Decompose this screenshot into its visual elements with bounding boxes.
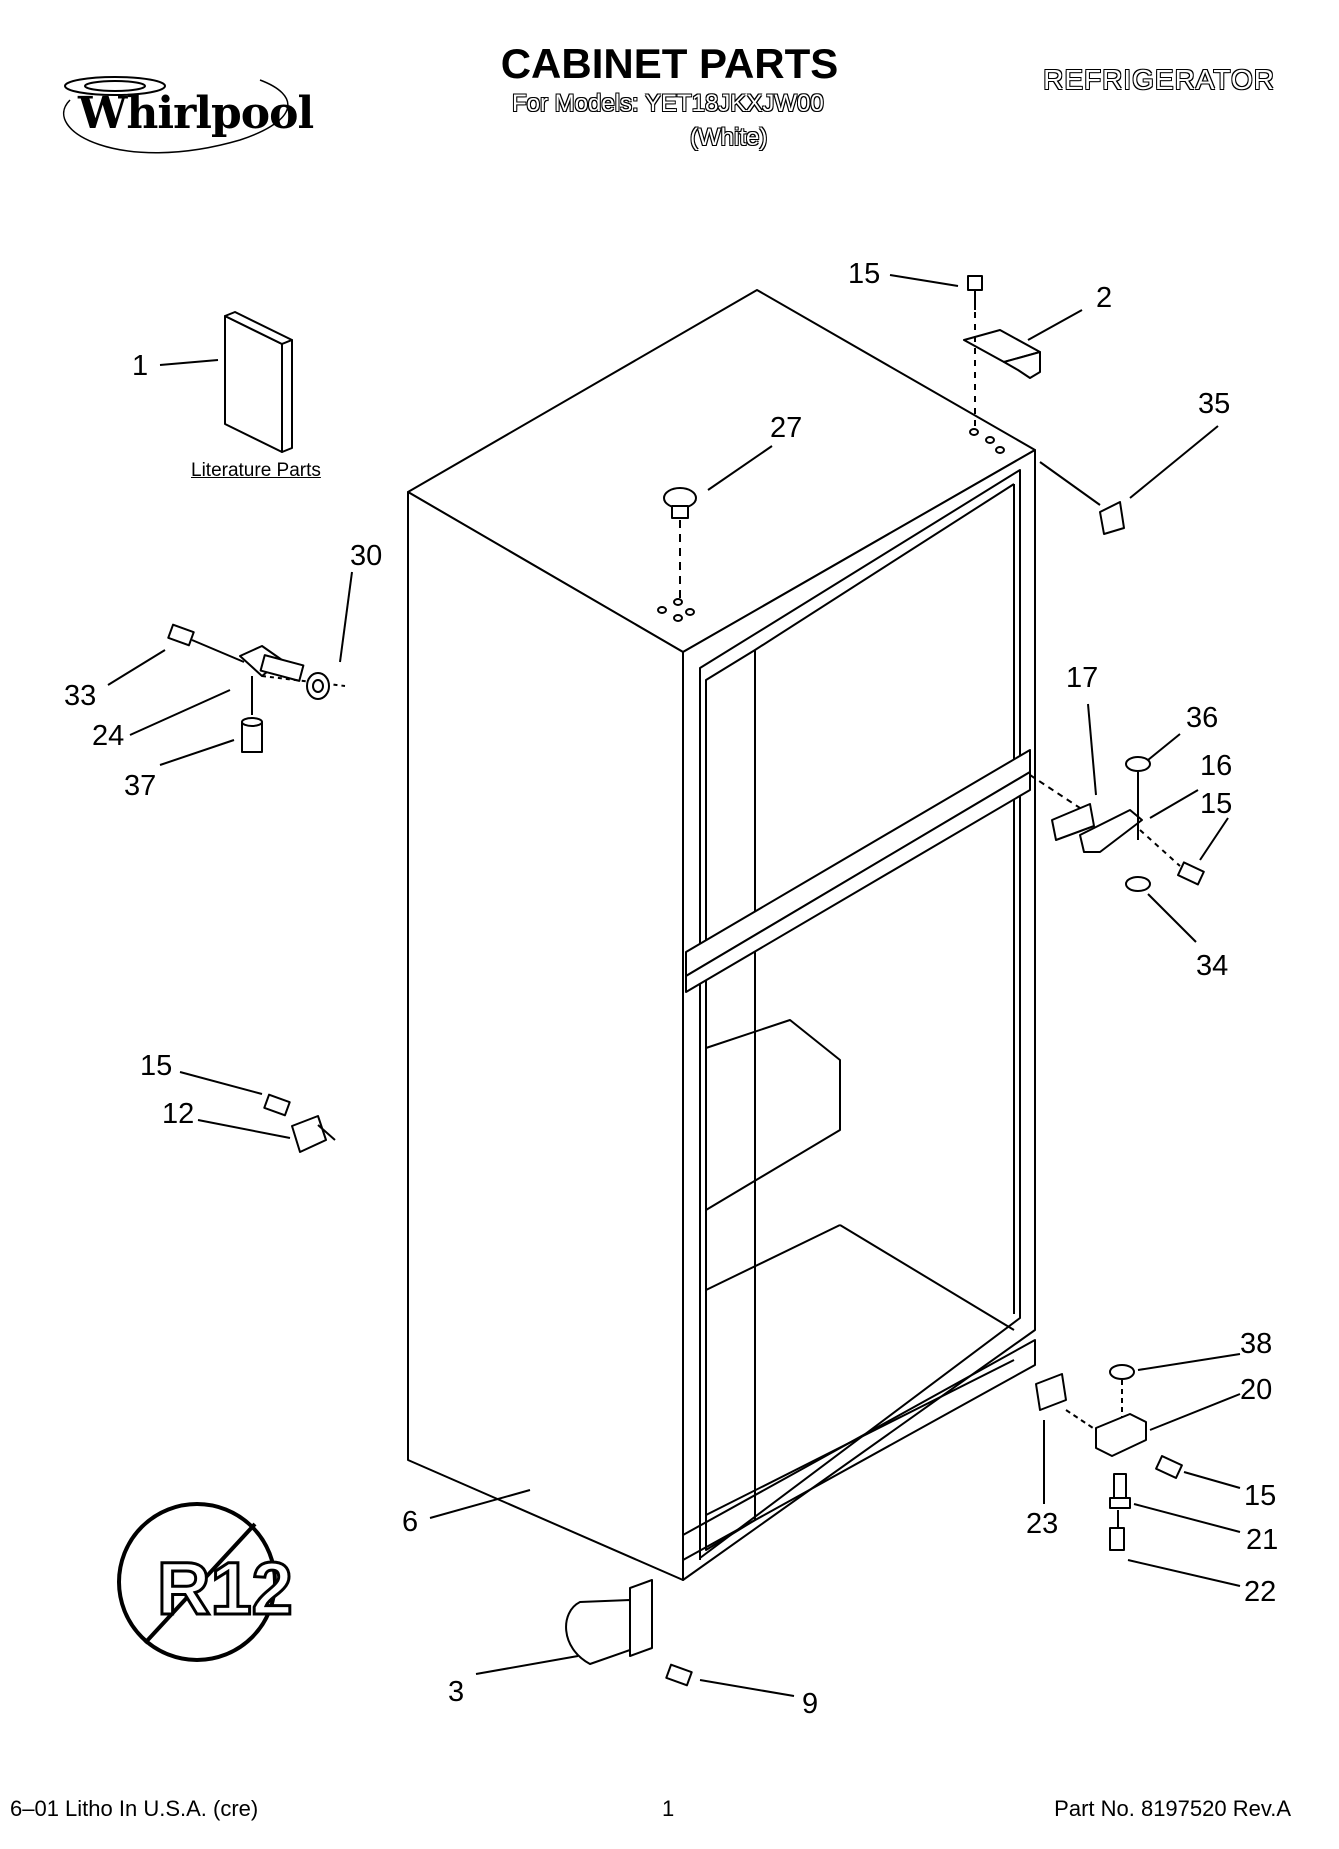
page-number: 1 (662, 1796, 675, 1821)
finish-label: (White) (690, 124, 768, 151)
callout-27: 27 (770, 412, 803, 444)
callout-1: 1 (132, 350, 149, 382)
hole-plug (663, 487, 697, 598)
whirlpool-swoosh-icon (63, 76, 289, 154)
callout-22: 22 (1244, 1576, 1277, 1608)
bottom-hinge (1035, 1364, 1183, 1551)
appliance-category: REFRIGERATOR (1043, 64, 1275, 95)
center-hinge (1029, 756, 1205, 892)
callout-38: 38 (1240, 1328, 1273, 1360)
top-hinge (963, 275, 1041, 430)
r12-label: R12 (157, 1547, 293, 1630)
callout-12: 12 (162, 1098, 195, 1130)
callout-9: 9 (802, 1688, 819, 1720)
hinge-cover (1039, 461, 1125, 535)
callout-33: 33 (64, 680, 97, 712)
door-stop-bracket (263, 1093, 336, 1153)
lower-hinge-part (565, 1579, 693, 1687)
no-r12-badge-icon (117, 1502, 277, 1662)
callout-15-center: 15 (1200, 788, 1233, 820)
callout-30: 30 (350, 540, 383, 572)
callout-3: 3 (448, 1676, 465, 1708)
refrigerator-cabinet (407, 289, 1036, 1581)
callout-15-left: 15 (140, 1050, 173, 1082)
callout-37: 37 (124, 770, 157, 802)
callout-20: 20 (1240, 1374, 1273, 1406)
callout-24: 24 (92, 720, 125, 752)
page-title: CABINET PARTS (500, 40, 839, 87)
callout-17: 17 (1066, 662, 1099, 694)
callout-6: 6 (402, 1506, 419, 1538)
callout-15-bottom: 15 (1244, 1480, 1277, 1512)
callout-16: 16 (1200, 750, 1233, 782)
callout-34: 34 (1196, 950, 1229, 982)
callout-36: 36 (1186, 702, 1219, 734)
literature-parts-link[interactable]: Literature Parts (191, 460, 321, 481)
whirlpool-logo: Whirlpool (78, 88, 314, 139)
callout-35: 35 (1198, 388, 1231, 420)
callout-21: 21 (1246, 1524, 1279, 1556)
callout-2: 2 (1096, 282, 1113, 314)
literature-booklet (224, 311, 293, 453)
callout-23: 23 (1026, 1508, 1059, 1540)
door-stop-assembly (167, 623, 346, 753)
leader-lines (107, 274, 1241, 1697)
litho-note: 6–01 Litho In U.S.A. (cre) (10, 1796, 259, 1821)
model-numbers: For Models: YET18JKXJW00 (512, 90, 824, 117)
part-number: Part No. 8197520 Rev.A (1054, 1796, 1291, 1821)
callout-15-top: 15 (848, 258, 881, 290)
